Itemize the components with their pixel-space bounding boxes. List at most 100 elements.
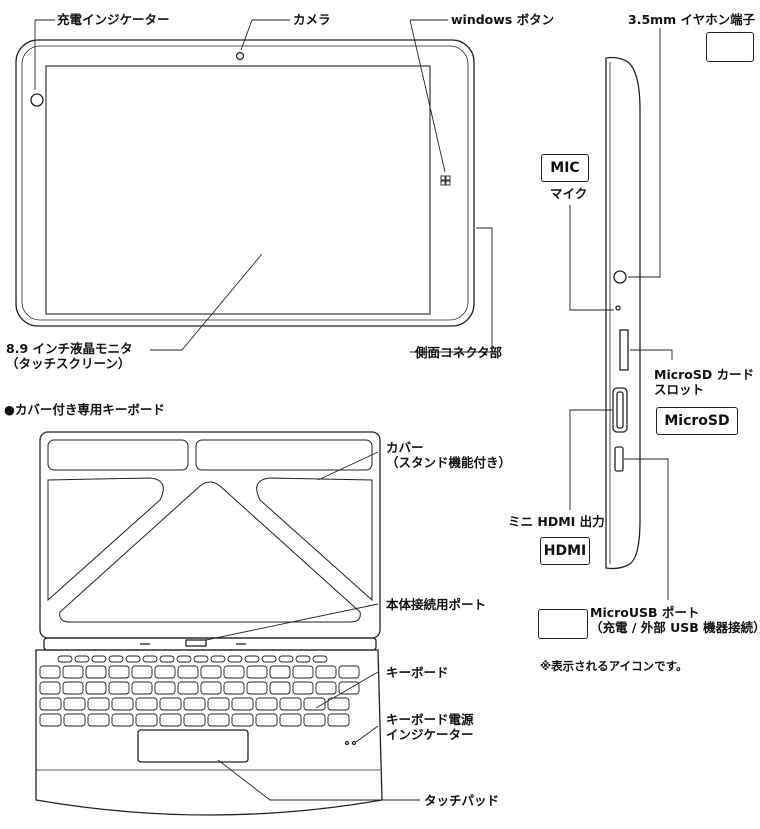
keyboard-key — [177, 681, 199, 695]
connect-port-pins — [185, 639, 207, 647]
hdmi-port — [612, 387, 628, 433]
touchpad-label: タッチパッド — [424, 793, 500, 808]
hinge-bar — [43, 637, 377, 651]
keyboard-key — [91, 655, 107, 663]
keyboard-key — [135, 697, 158, 711]
microsd-badge: MicroSD — [656, 407, 738, 435]
keyboard-power-label: キーボード電源 インジケーター — [386, 712, 474, 742]
keyboard-key — [131, 681, 153, 695]
keyboard-key — [295, 655, 311, 663]
microsd-slot-port — [619, 329, 629, 371]
keyboard-key — [338, 681, 360, 695]
microusb-label: MicroUSB ポート （充電 / 外部 USB 機器接続）） — [590, 605, 760, 635]
windows-logo-icon — [440, 175, 451, 186]
keyboard-key — [246, 681, 268, 695]
keyboard-key — [39, 681, 61, 695]
keyboard-key — [177, 665, 199, 679]
keyboard-key — [200, 665, 222, 679]
keyboard-key — [63, 697, 86, 711]
usb-badge — [538, 609, 588, 639]
keyboard-key — [159, 697, 182, 711]
keyboard-key — [135, 713, 158, 727]
keyboard-key — [227, 655, 243, 663]
keyboard-key — [108, 655, 124, 663]
keyboard-key — [125, 655, 141, 663]
keyboard-label: キーボード — [386, 665, 449, 680]
keyboard-key — [231, 697, 254, 711]
keyboard-key — [159, 655, 175, 663]
keyboard-key — [74, 655, 90, 663]
keyboard-key — [111, 697, 134, 711]
keyboard-key — [315, 665, 337, 679]
keyboard-key — [111, 713, 134, 727]
keyboard-key — [183, 697, 206, 711]
keyboard-key — [87, 713, 110, 727]
keyboard-base — [35, 649, 383, 816]
keyboard-key — [279, 697, 302, 711]
keyboard-keys — [39, 655, 360, 727]
keyboard-key — [315, 681, 337, 695]
keyboard-key — [279, 713, 302, 727]
keyboard-key — [292, 665, 314, 679]
earphone-jack-label: 3.5mm イヤホン端子 — [628, 12, 756, 27]
microsd-slot-label: MicroSD カード スロット — [654, 367, 755, 397]
keyboard-key — [223, 681, 245, 695]
keyboard-key — [210, 655, 226, 663]
keyboard-key — [159, 713, 182, 727]
side-connector-label: 側面コネクタ部 — [415, 345, 503, 360]
keyboard-key — [327, 713, 350, 727]
keyboard-key — [269, 681, 291, 695]
keyboard-key — [207, 713, 230, 727]
keyboard-key — [261, 655, 277, 663]
keyboard-key — [278, 655, 294, 663]
keyboard-key — [246, 665, 268, 679]
tablet-bezel — [21, 45, 469, 321]
camera-label: カメラ — [293, 12, 331, 27]
keyboard-key — [108, 665, 130, 679]
charge-indicator-led — [30, 93, 44, 107]
keyboard-key — [183, 713, 206, 727]
camera-lens — [235, 51, 245, 61]
keyboard-key — [39, 713, 62, 727]
hdmi-port-inner — [616, 391, 624, 429]
keyboard-key — [338, 665, 360, 679]
cover-label: カバー （スタンド機能付き） — [386, 440, 512, 470]
keyboard-key — [131, 665, 153, 679]
keyboard-key — [39, 697, 62, 711]
keyboard-key — [154, 681, 176, 695]
keyboard-key — [255, 713, 278, 727]
mini-hdmi-label: ミニ HDMI 出力 — [508, 514, 605, 529]
keyboard-key — [142, 655, 158, 663]
keyboard-key — [269, 665, 291, 679]
keyboard-section-title: ●カバー付き専用キーボード — [4, 402, 165, 417]
keyboard-key — [303, 697, 326, 711]
earphone-jack-port — [613, 270, 627, 284]
connect-port-label: 本体接続用ポート — [386, 597, 487, 612]
windows-button-label: windows ボタン — [451, 12, 555, 27]
keyboard-key — [200, 681, 222, 695]
keyboard-key — [312, 655, 328, 663]
icon-note: ※表示されるアイコンです。 — [540, 659, 688, 673]
keyboard-key — [57, 655, 73, 663]
keyboard-key — [85, 665, 107, 679]
keyboard-key — [244, 655, 260, 663]
keyboard-key — [87, 697, 110, 711]
keyboard-key — [108, 681, 130, 695]
keyboard-key — [85, 681, 107, 695]
tablet-side-profile — [605, 56, 641, 570]
keyboard-key — [62, 681, 84, 695]
tablet-body — [15, 39, 475, 327]
keyboard-key — [62, 665, 84, 679]
keyboard-key — [39, 665, 61, 679]
mic-badge: MIC — [541, 154, 589, 182]
cover-panel — [39, 431, 381, 639]
headphone-badge — [706, 32, 754, 62]
keyboard-key — [63, 713, 86, 727]
keyboard-key — [193, 655, 209, 663]
keyboard-key — [154, 665, 176, 679]
hdmi-badge: HDMI — [540, 537, 590, 565]
keyboard-key — [303, 713, 326, 727]
microusb-port — [614, 446, 624, 472]
tablet-screen — [45, 65, 431, 315]
